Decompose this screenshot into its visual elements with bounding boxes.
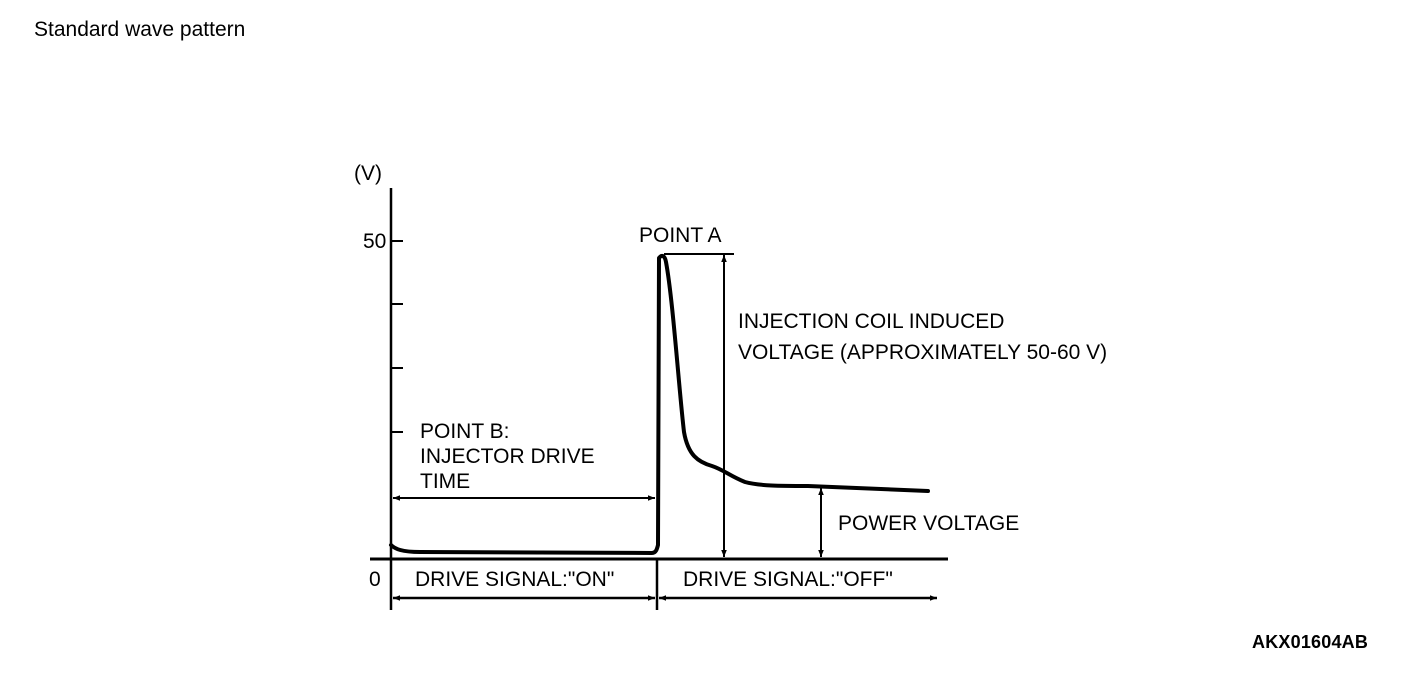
point-b-label-line-2: INJECTOR DRIVE <box>420 445 595 468</box>
induced-voltage-label-line-1: INJECTION COIL INDUCED <box>738 310 1004 333</box>
figure-reference-code: AKX01604AB <box>1252 632 1369 652</box>
power-voltage-label: POWER VOLTAGE <box>838 512 1019 535</box>
y-ticks <box>391 240 403 433</box>
point-a-label: POINT A <box>639 224 721 247</box>
y-zero-label: 0 <box>369 568 381 591</box>
drive-signal-on-label: DRIVE SIGNAL:"ON" <box>415 568 614 591</box>
induced-voltage-label-line-2: VOLTAGE (APPROXIMATELY 50-60 V) <box>738 341 1107 364</box>
voltage-waveform <box>389 253 930 555</box>
drive-signal-off-label: DRIVE SIGNAL:"OFF" <box>683 568 893 591</box>
point-b-label-line-1: POINT B: <box>420 420 509 443</box>
y-unit-label: (V) <box>354 162 382 185</box>
page-title: Standard wave pattern <box>34 18 246 41</box>
y-max-label: 50 <box>363 230 386 253</box>
point-b-label-line-3: TIME <box>420 470 470 493</box>
